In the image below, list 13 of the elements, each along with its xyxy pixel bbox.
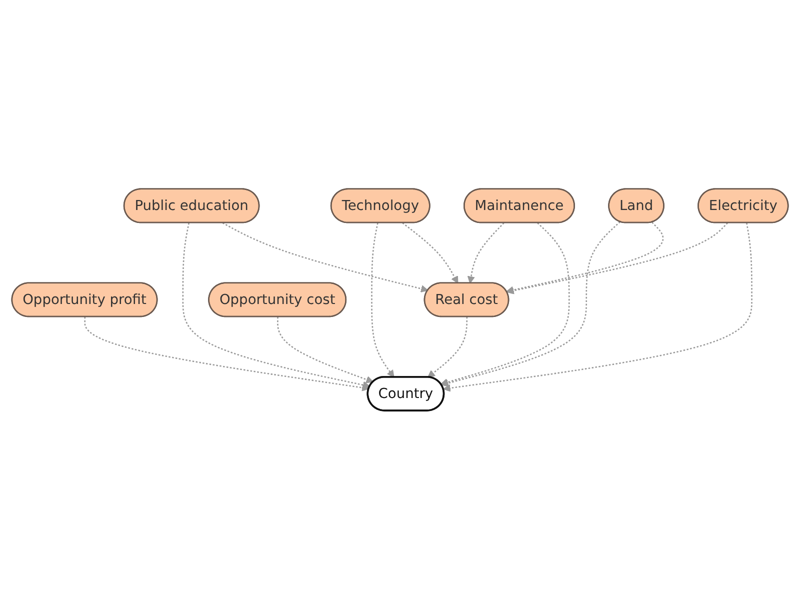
arrow [182, 223, 370, 390]
arrow [467, 222, 504, 284]
arrow [371, 223, 394, 378]
arrow [443, 223, 752, 392]
arrow [440, 222, 570, 386]
arrow [277, 317, 374, 384]
arrow [506, 222, 728, 295]
arrow [222, 222, 428, 293]
arrow [506, 222, 664, 294]
arrow [441, 222, 620, 388]
arrow [402, 222, 458, 284]
arrow [428, 317, 468, 378]
arrow [84, 317, 370, 392]
